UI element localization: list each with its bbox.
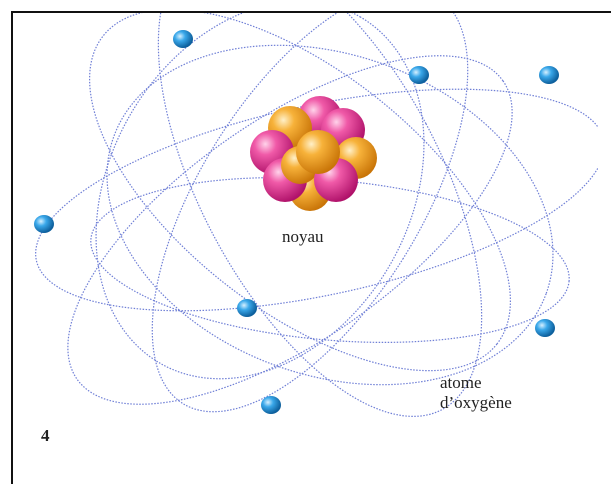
electron [409, 66, 429, 84]
electrons [34, 30, 559, 414]
orbit-8 [95, 13, 425, 380]
nucleus-label: noyau [282, 227, 324, 246]
neutron [296, 130, 340, 174]
orbit-2 [106, 44, 554, 386]
edge-particle [606, 300, 611, 332]
orbit-group [35, 13, 598, 417]
electron [34, 215, 54, 233]
orbit-4 [67, 55, 513, 405]
electron [173, 30, 193, 48]
orbit-5 [157, 13, 483, 417]
electron [539, 66, 559, 84]
electron [261, 396, 281, 414]
electron [237, 299, 257, 317]
atom-caption: atome d’oxygène [440, 373, 512, 413]
orbit-6 [151, 13, 469, 413]
orbit-3 [88, 13, 512, 372]
atom-caption-line1: atome [440, 373, 482, 392]
page-border [11, 11, 611, 484]
orbit-1 [35, 88, 598, 312]
atom-caption-line2: d’oxygène [440, 393, 512, 412]
nucleus [250, 96, 377, 211]
electron [535, 319, 555, 337]
page-number: 4 [41, 426, 50, 445]
